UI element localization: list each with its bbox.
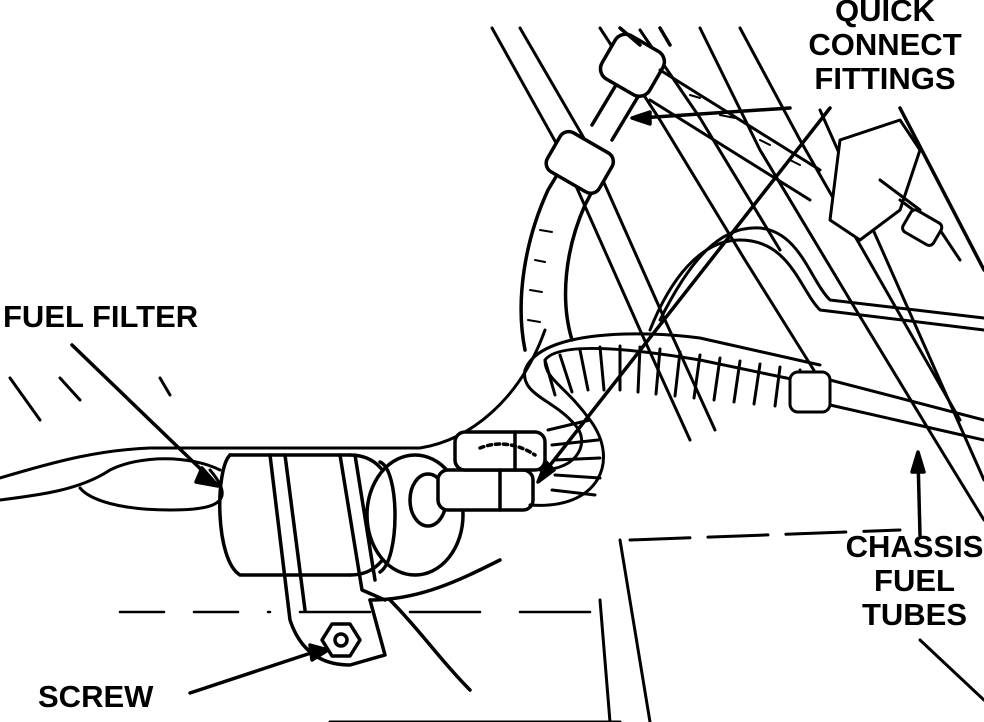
secondary-hose [648, 226, 984, 332]
quick-connect-leader-left [638, 106, 792, 120]
quick-connect-fittings-label: QUICK CONNECT FITTINGS [800, 0, 970, 96]
chassis-tubes-line-3: TUBES [861, 597, 968, 632]
quick-connect-leader-right [898, 106, 984, 272]
chassis-tubes-line-2: FUEL [874, 563, 955, 598]
fuel-filter-leader [70, 343, 212, 480]
quick-connect-line-1: QUICK [835, 0, 935, 28]
leader-lines [70, 106, 984, 695]
upper-fuel-hose [519, 26, 672, 352]
chassis-tubes-line-1: CHASSIS [845, 529, 984, 564]
quick-connect-leader-middle [538, 106, 832, 480]
quick-connect-line-2: CONNECT [808, 27, 962, 62]
screw-leader [188, 648, 322, 695]
filter-outlet-fittings [436, 430, 547, 512]
fuel-filter-label: FUEL FILTER [3, 299, 199, 334]
quick-connect-line-3: FITTINGS [814, 61, 956, 96]
body-panel-outline [0, 328, 547, 512]
fuel-filter-canister [218, 453, 465, 577]
corrugated-fuel-hose [523, 332, 984, 507]
screw-label: SCREW [38, 679, 154, 714]
chassis-fuel-tubes-label: CHASSIS FUEL TUBES [845, 530, 984, 632]
rubber-hose-right [648, 68, 962, 262]
screw-head [320, 622, 362, 658]
